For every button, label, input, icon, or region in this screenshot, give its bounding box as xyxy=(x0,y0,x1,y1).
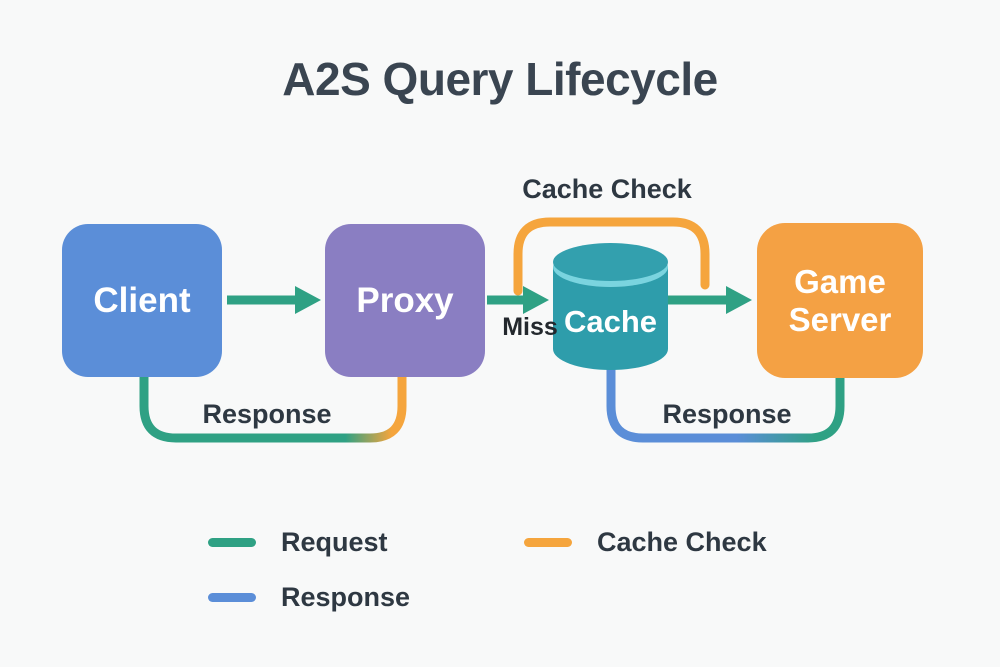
legend-item-cache-check: Cache Check xyxy=(524,527,767,558)
node-client: Client xyxy=(62,224,222,377)
cache-cylinder-icon xyxy=(553,243,668,370)
legend-item-request: Request xyxy=(208,527,388,558)
arrowhead-icon xyxy=(726,286,752,314)
node-proxy: Proxy xyxy=(325,224,485,377)
arrowhead-icon xyxy=(523,286,549,314)
request-arrow-cache-to-gameserver xyxy=(667,286,752,314)
arrowhead-icon xyxy=(295,286,321,314)
node-game-server-label: Game Server xyxy=(788,263,892,338)
page-title: A2S Query Lifecycle xyxy=(282,53,718,105)
node-cache-label: Cache xyxy=(563,304,658,339)
cache-check-edge-label: Cache Check xyxy=(522,174,692,204)
response-arc-proxy-to-client xyxy=(139,369,407,443)
cylinder-top xyxy=(553,243,668,281)
response-arc-gameserver-to-cache xyxy=(606,353,845,443)
legend-cache-check-label: Cache Check xyxy=(597,527,767,557)
node-proxy-label: Proxy xyxy=(356,280,454,320)
request-arrow-client-to-proxy xyxy=(227,286,321,314)
cache-check-line-swatch xyxy=(524,538,572,547)
cache-check-arc xyxy=(513,217,710,296)
legend-response-label: Response xyxy=(281,582,411,612)
response-left-edge-label: Response xyxy=(202,399,332,429)
node-client-label: Client xyxy=(93,280,191,320)
node-game-server: Game Server xyxy=(757,223,923,378)
legend-item-response: Response xyxy=(208,582,410,613)
response-right-edge-label: Response xyxy=(662,399,792,429)
miss-edge-label: Miss xyxy=(502,313,558,341)
request-line-swatch xyxy=(208,538,256,547)
legend-request-label: Request xyxy=(281,527,388,557)
response-line-swatch xyxy=(208,593,256,602)
request-arrow-proxy-to-cache xyxy=(487,286,549,314)
